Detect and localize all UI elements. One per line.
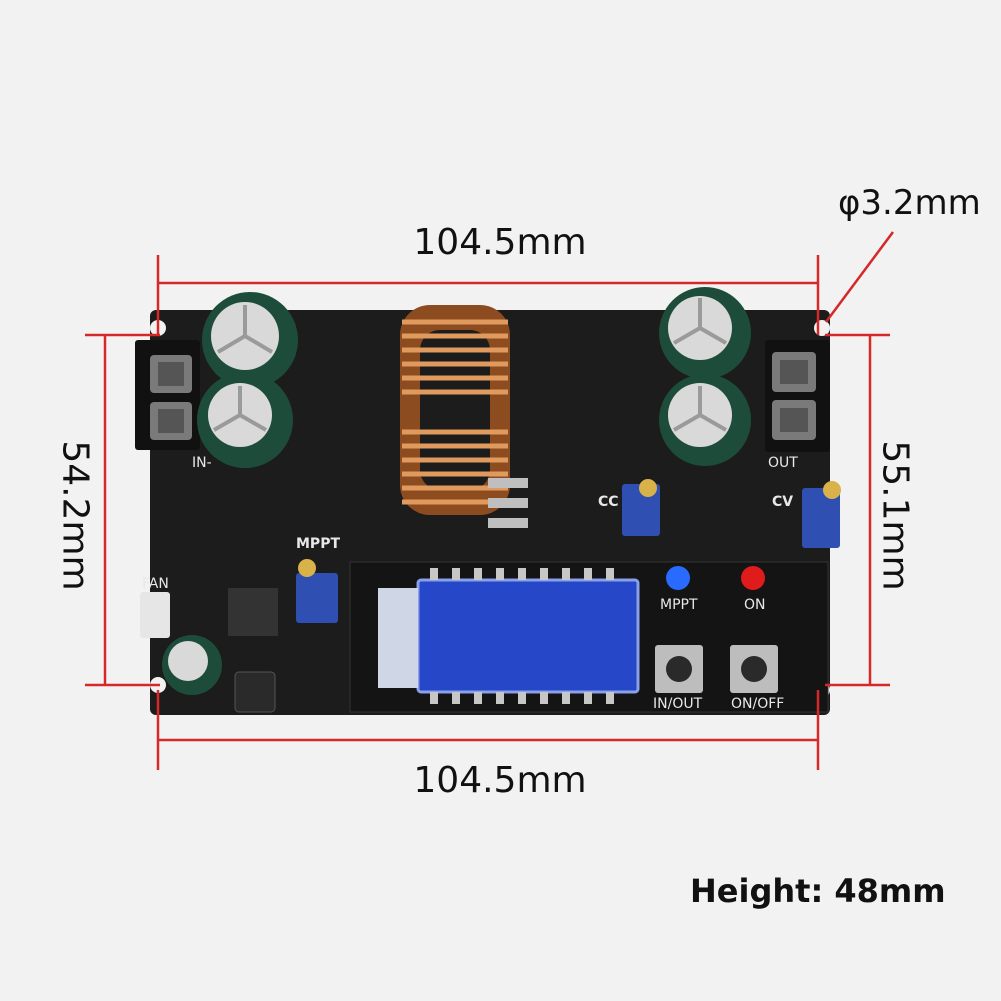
in-out-button[interactable]	[655, 645, 703, 693]
height-note: Height: 48mm	[690, 872, 946, 910]
silk-in-label: IN-	[192, 455, 212, 471]
input-capacitor-1	[202, 292, 298, 388]
regulator-chip	[228, 588, 278, 636]
dimension-lines	[85, 231, 895, 770]
lcd-pins-bottom	[430, 692, 614, 704]
mppt-led	[666, 566, 690, 590]
cv-trimmer[interactable]	[802, 481, 841, 548]
lcd-pins-top	[430, 568, 614, 580]
output-capacitor-1	[659, 287, 751, 379]
silk-cc-label: CC	[598, 494, 619, 510]
silk-mppt-trim-label: MPPT	[296, 536, 340, 552]
silk-out-label: OUT	[768, 455, 798, 471]
cc-trimmer[interactable]	[622, 479, 660, 536]
output-terminal-block	[765, 340, 830, 452]
output-capacitor-2	[659, 374, 751, 466]
hole-diameter-label: φ3.2mm	[838, 183, 981, 223]
mppt-trimmer[interactable]	[296, 559, 338, 623]
top-width-label: 104.5mm	[413, 222, 587, 263]
mounting-hole-top-right	[814, 320, 830, 336]
fan-connector	[140, 592, 170, 638]
silk-fan-label: FAN	[142, 576, 169, 592]
right-height-label: 55.1mm	[874, 440, 916, 591]
on-led	[741, 566, 765, 590]
mosfet-tabs	[488, 478, 528, 528]
input-terminal-block	[135, 340, 200, 450]
silk-in-out-label: IN/OUT	[653, 696, 703, 712]
silk-on-led-label: ON	[744, 597, 766, 613]
left-height-label: 54.2mm	[54, 440, 96, 591]
on-off-button[interactable]	[730, 645, 778, 693]
lcd-screen	[416, 578, 640, 694]
toroidal-inductor	[400, 305, 510, 515]
silk-mppt-led-label: MPPT	[660, 597, 698, 613]
bottom-width-label: 104.5mm	[413, 760, 587, 801]
small-capacitor	[162, 635, 222, 695]
smd-inductor	[234, 671, 276, 713]
input-capacitor-2	[197, 372, 293, 468]
lcd-backlight-tab	[378, 588, 418, 688]
silk-cv-label: CV	[772, 494, 793, 510]
silk-on-off-label: ON/OFF	[731, 696, 784, 712]
